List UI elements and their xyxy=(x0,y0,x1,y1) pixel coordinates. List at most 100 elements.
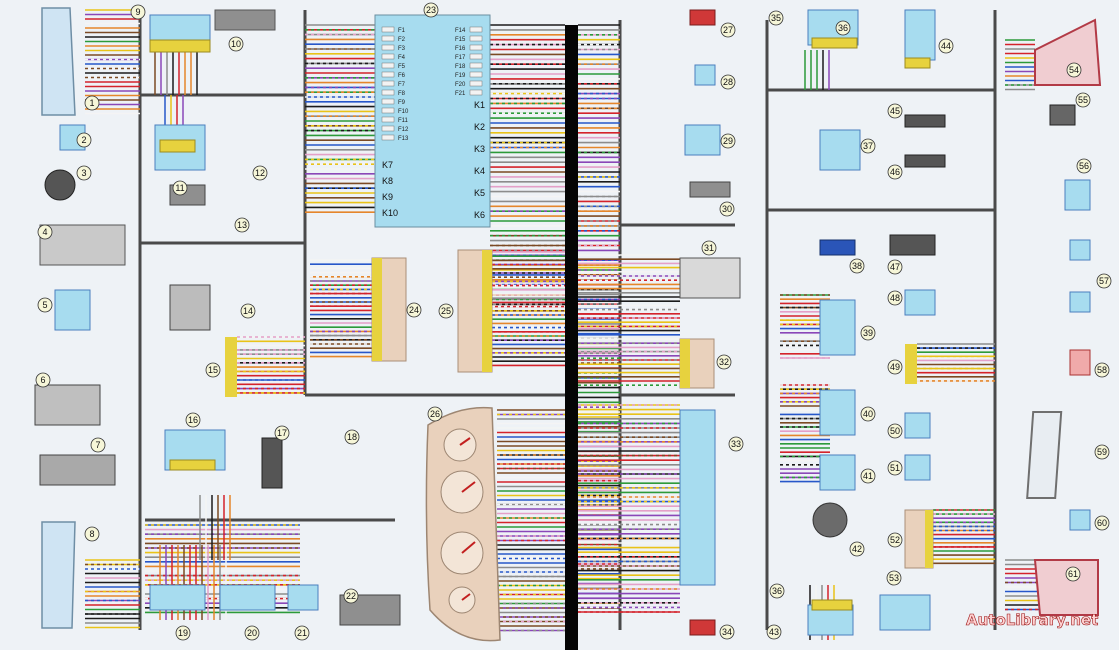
fuse-label: F19 xyxy=(455,73,466,79)
number-text: 59 xyxy=(1097,447,1107,457)
component-number-37: 37 xyxy=(860,138,876,154)
number-text: 46 xyxy=(890,167,900,177)
number-circle xyxy=(172,180,188,196)
relay-label: K3 xyxy=(474,144,485,154)
component-number-41: 41 xyxy=(860,468,876,484)
number-circle xyxy=(887,103,903,119)
relay-label: K1 xyxy=(474,100,485,110)
connector-36 xyxy=(811,37,858,49)
fuse-label: F14 xyxy=(455,28,466,34)
fuse xyxy=(381,35,395,42)
number-text: 42 xyxy=(852,544,862,554)
component-number-26: 26 xyxy=(427,406,443,422)
number-circle xyxy=(860,468,876,484)
number-circle xyxy=(175,625,191,641)
fuse xyxy=(469,71,483,78)
component-number-46: 46 xyxy=(887,164,903,180)
number-circle xyxy=(887,359,903,375)
number-circle xyxy=(835,20,851,36)
number-text: 17 xyxy=(277,428,287,438)
number-text: 57 xyxy=(1099,276,1109,286)
lamp-57a xyxy=(1069,239,1091,261)
component-number-20: 20 xyxy=(244,625,260,641)
component-number-54: 54 xyxy=(1066,62,1082,78)
component-number-50: 50 xyxy=(887,423,903,439)
fuse xyxy=(381,80,395,87)
relay-label: K2 xyxy=(474,122,485,132)
component-number-31: 31 xyxy=(701,240,717,256)
number-circle xyxy=(84,95,100,111)
number-text: 27 xyxy=(723,25,733,35)
relay-39 xyxy=(819,299,856,356)
number-circle xyxy=(768,10,784,26)
number-circle xyxy=(887,423,903,439)
component-number-56: 56 xyxy=(1076,158,1092,174)
connector-25 xyxy=(457,249,493,373)
ignition-module-5 xyxy=(54,289,91,331)
connector-36b xyxy=(811,599,853,611)
number-circle xyxy=(343,588,359,604)
number-text: 51 xyxy=(890,463,900,473)
lamp-27 xyxy=(689,9,716,26)
fuse xyxy=(381,53,395,60)
component-number-10: 10 xyxy=(228,36,244,52)
component-number-52: 52 xyxy=(887,532,903,548)
number-circle xyxy=(887,532,903,548)
number-circle xyxy=(716,354,732,370)
lamp-58 xyxy=(1069,349,1091,376)
connector-44 xyxy=(904,57,931,69)
relay-40 xyxy=(819,389,856,436)
component-number-24: 24 xyxy=(406,302,422,318)
actuator-55 xyxy=(1049,104,1076,126)
fuse-label: F12 xyxy=(398,127,409,133)
number-circle xyxy=(860,138,876,154)
number-circle xyxy=(701,240,717,256)
relay-label: K6 xyxy=(474,210,485,220)
number-circle xyxy=(90,437,106,453)
lamp-28 xyxy=(694,64,716,86)
component-number-35: 35 xyxy=(768,10,784,26)
connector-24 xyxy=(371,257,407,362)
fuse xyxy=(381,89,395,96)
relay-label: K4 xyxy=(474,166,485,176)
component-number-21: 21 xyxy=(294,625,310,641)
number-circle xyxy=(1096,273,1112,289)
number-text: 37 xyxy=(863,141,873,151)
number-text: 25 xyxy=(441,306,451,316)
component-number-22: 22 xyxy=(343,588,359,604)
horn-3 xyxy=(44,169,76,201)
starter-4 xyxy=(39,224,126,266)
number-circle xyxy=(728,436,744,452)
number-circle xyxy=(1094,515,1110,531)
relay-37 xyxy=(819,129,861,171)
connector-11 xyxy=(159,139,196,153)
number-circle xyxy=(860,406,876,422)
number-text: 35 xyxy=(771,13,781,23)
component-number-17: 17 xyxy=(274,425,290,441)
number-circle xyxy=(887,164,903,180)
number-circle xyxy=(769,583,785,599)
number-text: 41 xyxy=(863,471,873,481)
number-text: 45 xyxy=(890,106,900,116)
number-circle xyxy=(720,74,736,90)
switch-47 xyxy=(889,234,936,256)
fuse-label: F9 xyxy=(398,100,406,106)
number-circle xyxy=(130,4,146,20)
component-number-27: 27 xyxy=(720,22,736,38)
component-number-7: 7 xyxy=(90,437,106,453)
number-text: 2 xyxy=(81,135,86,145)
number-text: 31 xyxy=(704,243,714,253)
number-text: 9 xyxy=(135,7,140,17)
headlamp-1 xyxy=(41,7,76,116)
lamp-60 xyxy=(1069,509,1091,531)
relay-label: K5 xyxy=(474,188,485,198)
number-text: 32 xyxy=(719,357,729,367)
component-number-9: 9 xyxy=(130,4,146,20)
number-circle xyxy=(344,429,360,445)
number-text: 38 xyxy=(852,261,862,271)
component-number-25: 25 xyxy=(438,303,454,319)
number-text: 19 xyxy=(178,628,188,638)
connector-9 xyxy=(149,39,211,53)
number-circle xyxy=(1065,566,1081,582)
